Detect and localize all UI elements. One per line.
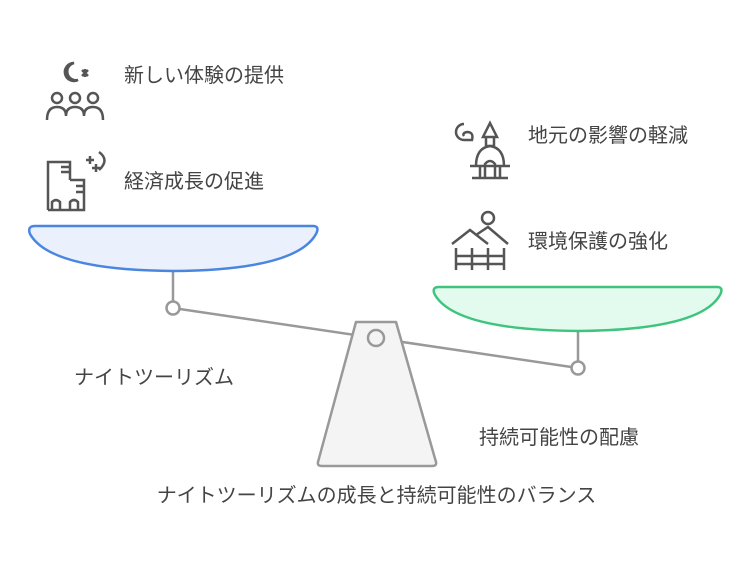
item-reduce-local-impact: 地元の影響の軽減 bbox=[528, 123, 688, 147]
left-pan-joint bbox=[165, 300, 181, 316]
landscape-fence-icon bbox=[451, 210, 509, 270]
pivot bbox=[366, 328, 386, 348]
right-pan-joint bbox=[570, 360, 586, 376]
right-label: 持続可能性の配慮 bbox=[479, 425, 639, 449]
temple-icon bbox=[454, 120, 510, 180]
night-buildings-icon bbox=[46, 150, 106, 212]
fulcrum bbox=[316, 320, 438, 468]
item-economic-growth: 経済成長の促進 bbox=[124, 169, 264, 193]
moon-people-icon bbox=[45, 61, 105, 121]
left-label: ナイトツーリズム bbox=[74, 365, 234, 389]
item-environment-protection: 環境保護の強化 bbox=[528, 229, 668, 253]
diagram-title: ナイトツーリズムの成長と持続可能性のバランス bbox=[156, 483, 597, 507]
item-new-experience: 新しい体験の提供 bbox=[124, 63, 284, 87]
right-pan bbox=[432, 285, 723, 333]
left-pan bbox=[27, 224, 319, 273]
